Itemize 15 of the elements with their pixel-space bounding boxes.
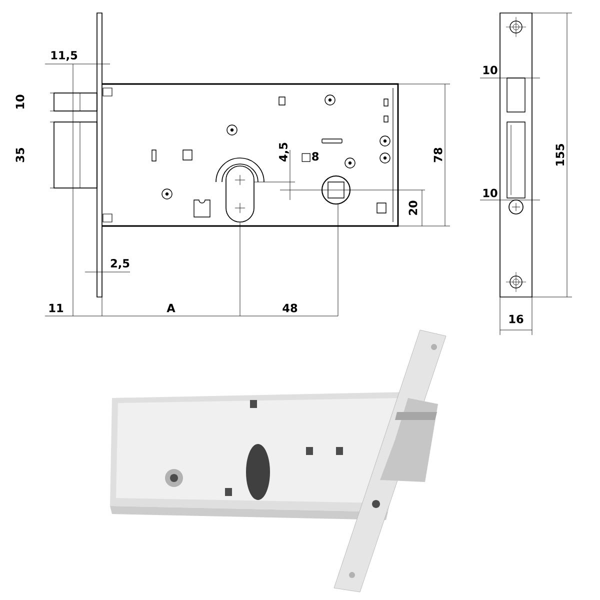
dimension-label: □8 bbox=[302, 152, 319, 162]
dimension-label: 11,5 bbox=[51, 51, 78, 61]
dimension-label: 10 bbox=[483, 66, 498, 74]
dimension-label: A bbox=[166, 304, 176, 312]
dimension-label: 10 bbox=[483, 188, 498, 198]
dimension-label: 11 bbox=[49, 304, 64, 312]
dimension-label: 10 bbox=[16, 94, 24, 109]
dimension-label: 78 bbox=[434, 148, 442, 162]
dimension-label: 16 bbox=[509, 314, 524, 324]
dimension-label: 4,5 bbox=[279, 142, 289, 162]
dimension-label: 155 bbox=[556, 144, 564, 166]
dimension-label: 35 bbox=[16, 148, 24, 162]
dimension-label: 20 bbox=[408, 200, 418, 215]
dimension-label: 2,5 bbox=[110, 259, 130, 269]
dimension-label: 48 bbox=[282, 304, 298, 312]
